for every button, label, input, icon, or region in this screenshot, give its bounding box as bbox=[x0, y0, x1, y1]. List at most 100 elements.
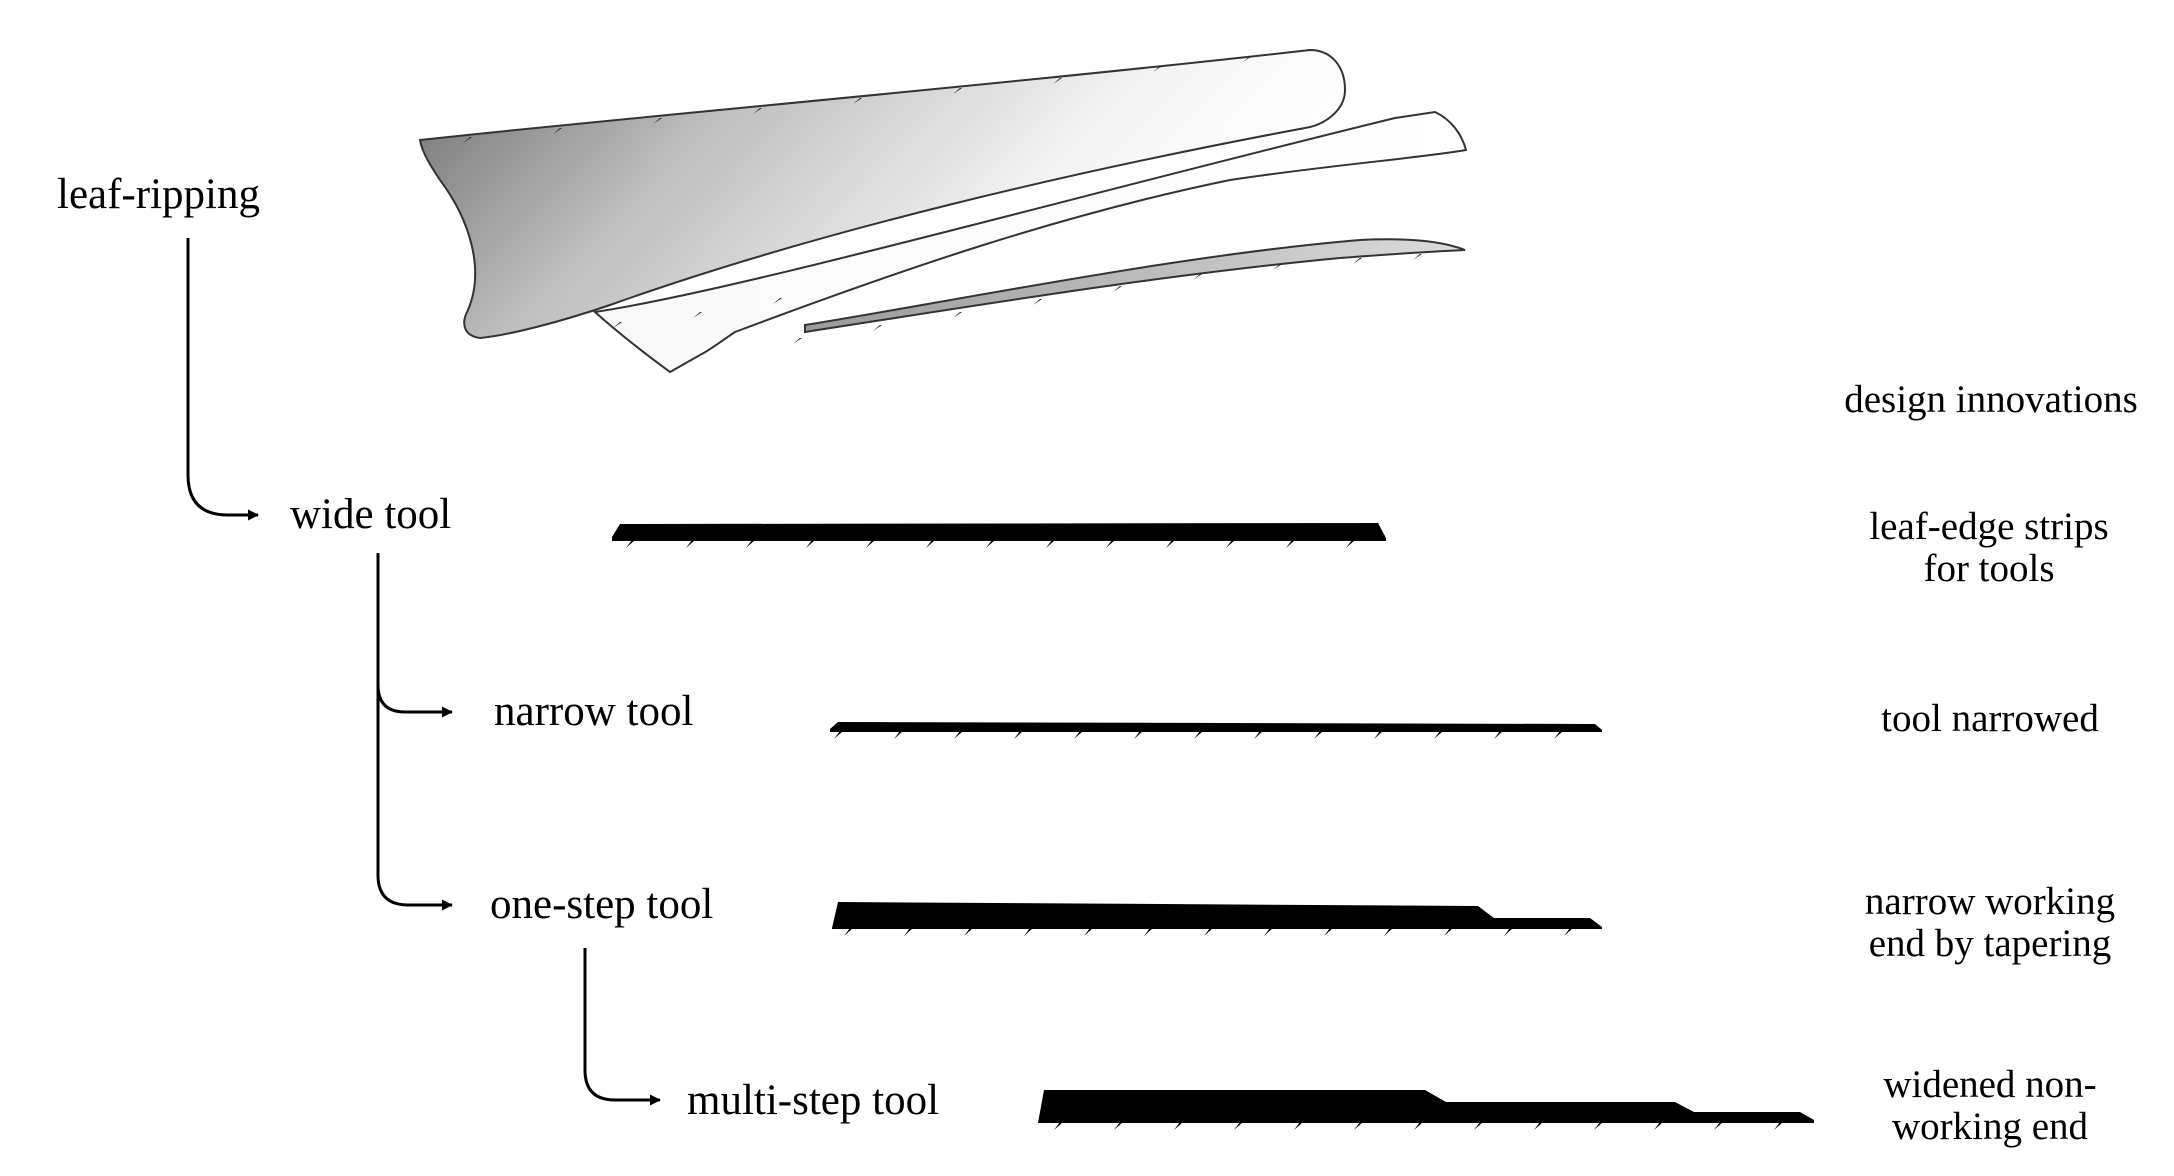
multistep-tool-spine bbox=[1174, 1122, 1183, 1130]
narrow-tool-spine bbox=[1314, 731, 1323, 739]
arrow-onestep-to-multistep bbox=[583, 948, 661, 1106]
arrow-wide-to-narrow bbox=[376, 553, 453, 718]
multistep-tool-spine bbox=[1354, 1122, 1363, 1130]
onestep-tool-spine bbox=[1204, 928, 1213, 936]
onestep-tool-spine bbox=[904, 928, 913, 936]
leaf-spine bbox=[1243, 56, 1252, 62]
wide-tool-spine bbox=[1346, 540, 1355, 548]
onestep-tool-silhouette bbox=[832, 902, 1602, 929]
leaf-spines bbox=[463, 56, 1422, 344]
multistep-tool-spine bbox=[1774, 1122, 1783, 1130]
wide-tool-spine bbox=[1046, 540, 1055, 548]
multistep-tool-spine bbox=[1594, 1122, 1603, 1130]
leaf-spine bbox=[1033, 299, 1042, 305]
onestep-tool-spine bbox=[844, 928, 853, 936]
leaf-spine bbox=[1353, 258, 1362, 264]
stage-label-wide-tool: wide tool bbox=[290, 491, 452, 538]
innovations-heading: design innovations bbox=[1844, 378, 2138, 421]
narrow-tool-spine bbox=[1554, 731, 1563, 739]
leaf-spine bbox=[1273, 264, 1282, 270]
onestep-tool-spine bbox=[1564, 928, 1573, 936]
multistep-tool-spines bbox=[1054, 1122, 1783, 1130]
stage-label-multi-step-tool: multi-step tool bbox=[687, 1077, 940, 1124]
innovation-tool-narrowed: tool narrowed bbox=[1881, 697, 2099, 740]
onestep-tool-spine bbox=[1144, 928, 1153, 936]
innovation-tapering-line1: narrow working bbox=[1864, 880, 2116, 923]
leaf-spine bbox=[1113, 286, 1122, 292]
innovation-widened-line2: working end bbox=[1891, 1105, 2089, 1148]
leaf-spine bbox=[953, 312, 962, 318]
onestep-tool-spine bbox=[1024, 928, 1033, 936]
narrow-tool-spine bbox=[1194, 731, 1203, 739]
leaf-spine bbox=[953, 88, 962, 94]
multistep-tool-spine bbox=[1714, 1122, 1723, 1130]
wide-tool-spine bbox=[626, 540, 635, 548]
leaf-spine bbox=[693, 312, 702, 318]
leaf-spine bbox=[773, 298, 782, 304]
narrow-tool-spine bbox=[894, 731, 903, 739]
innovation-tapering-line2: end by tapering bbox=[1868, 922, 2112, 965]
stage-label-leaf-ripping: leaf-ripping bbox=[57, 171, 260, 218]
onestep-tool-spine bbox=[964, 928, 973, 936]
onestep-tool-spine bbox=[1384, 928, 1393, 936]
onestep-tool-spine bbox=[1324, 928, 1333, 936]
multistep-tool-spine bbox=[1114, 1122, 1123, 1130]
onestep-tool-spine bbox=[1504, 928, 1513, 936]
narrow-tool-spine bbox=[1254, 731, 1263, 739]
leaf-spine bbox=[1193, 274, 1202, 280]
onestep-tool-spines bbox=[844, 928, 1573, 936]
wide-tool-spine bbox=[1106, 540, 1115, 548]
innovation-widened-line1: widened non- bbox=[1883, 1063, 2097, 1106]
connector-arrows bbox=[186, 238, 661, 1106]
leaf-spine bbox=[1153, 66, 1162, 72]
wide-tool-spine bbox=[746, 540, 755, 548]
wide-tool-spine bbox=[1226, 540, 1235, 548]
leaf-spine bbox=[853, 98, 862, 104]
multistep-tool-spine bbox=[1054, 1122, 1063, 1130]
pandanus-leaf-illustration bbox=[418, 48, 1468, 374]
leaf-spine bbox=[1413, 254, 1422, 260]
leaf-spine bbox=[463, 137, 472, 143]
wide-tool-spine bbox=[686, 540, 695, 548]
onestep-tool-spine bbox=[1264, 928, 1273, 936]
leaf-spine bbox=[613, 322, 622, 328]
multistep-tool-spine bbox=[1534, 1122, 1543, 1130]
leaf-upper-blade bbox=[418, 48, 1347, 340]
wide-tool-spine bbox=[1286, 540, 1295, 548]
leaf-spine bbox=[653, 118, 662, 124]
narrow-tool-silhouette bbox=[830, 722, 1602, 732]
onestep-tool-spine bbox=[1084, 928, 1093, 936]
narrow-tool-spines bbox=[834, 731, 1563, 739]
narrow-tool-spine bbox=[1134, 731, 1143, 739]
narrow-tool-spine bbox=[1374, 731, 1383, 739]
stage-label-one-step-tool: one-step tool bbox=[490, 881, 714, 928]
narrow-tool-spine bbox=[1494, 731, 1503, 739]
multistep-tool-spine bbox=[1414, 1122, 1423, 1130]
multistep-tool-spine bbox=[1294, 1122, 1303, 1130]
multistep-tool-spine bbox=[1234, 1122, 1243, 1130]
leaf-spine bbox=[753, 108, 762, 114]
multistep-tool-silhouette bbox=[1038, 1090, 1814, 1123]
leaf-spine bbox=[873, 325, 882, 331]
narrow-tool-spine bbox=[1074, 731, 1083, 739]
tool-silhouettes bbox=[612, 523, 1814, 1130]
stage-label-narrow-tool: narrow tool bbox=[494, 688, 694, 735]
wide-tool-spine bbox=[986, 540, 995, 548]
arrow-leaf-to-wide bbox=[186, 238, 259, 521]
leaf-spine bbox=[553, 128, 562, 134]
innovation-leaf-edge-strips-line2: for tools bbox=[1923, 547, 2055, 590]
narrow-tool-spine bbox=[954, 731, 963, 739]
leaf-spine bbox=[1053, 78, 1062, 84]
innovation-leaf-edge-strips-line1: leaf-edge strips bbox=[1869, 505, 2109, 548]
leaf-lower-blade bbox=[592, 110, 1468, 374]
wide-tool-spine bbox=[806, 540, 815, 548]
wide-tool-spine bbox=[866, 540, 875, 548]
narrow-tool-spine bbox=[1014, 731, 1023, 739]
wide-tool-spines bbox=[626, 540, 1355, 548]
wide-tool-silhouette bbox=[612, 523, 1386, 541]
multistep-tool-spine bbox=[1654, 1122, 1663, 1130]
narrow-tool-spine bbox=[834, 731, 843, 739]
leaf-midrib-strip bbox=[804, 238, 1466, 334]
arrow-wide-to-onestep bbox=[376, 685, 453, 911]
